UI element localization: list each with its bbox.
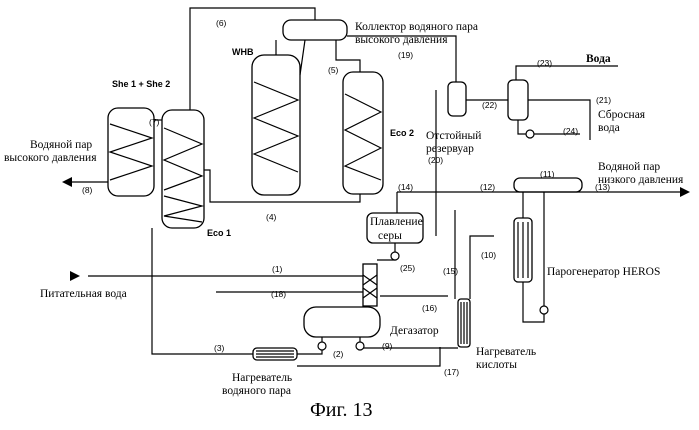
water-label: Вода [586,53,611,65]
stream-16: (16) [422,303,437,313]
stream-8: (8) [82,185,93,195]
hp-collector-label-1: Коллектор водяного пара [355,21,478,33]
stream-6: (6) [216,18,227,28]
stream-14: (14) [398,182,413,192]
lp-steam-label-1: Водяной пар [598,161,660,173]
stream-22: (22) [482,100,497,110]
figure-caption: Фиг. 13 [310,399,372,421]
deaerator-vessel [304,307,380,337]
whb-vessel [252,55,300,195]
heros-label: Парогенератор HEROS [547,266,660,278]
stream-17: (17) [444,367,459,377]
eco2-vessel [343,72,383,194]
blowdown-drum [508,80,528,120]
stream-7: (7) [149,117,160,127]
stream-4: (4) [266,212,277,222]
eco2-label: Eco 2 [390,128,414,138]
deaerator-label: Дегазатор [390,325,439,337]
whb-label: WHB [232,47,254,57]
stream-9: (9) [382,341,393,351]
stream-23: (23) [537,58,552,68]
stream-12: (12) [480,182,495,192]
settling-label-1: Отстойный [426,130,481,142]
hp-steam-label-2: высокого давления [4,152,97,164]
eco1-label: Eco 1 [207,228,231,238]
stream-11: (11) [540,169,555,179]
steam-heater-label-2: водяного пара [222,385,291,397]
lp-steam-header [514,178,582,192]
stream-1: (1) [272,264,283,274]
stream-10: (10) [481,250,496,260]
acid-heater-label-1: Нагреватель [476,346,536,358]
steam-heater-label-1: Нагреватель [232,372,292,384]
eco1-vessel [162,110,204,228]
hp-steam-label-1: Водяной пар [30,139,92,151]
deaerator-column [363,264,377,306]
lp-steam-label-2: низкого давления [598,174,684,186]
stream-20: (20) [428,155,443,165]
stream-13: (13) [595,182,610,192]
stream-18: (18) [271,289,286,299]
stream-2: (2) [333,349,344,359]
stream-15: (15) [443,266,458,276]
stream-19: (19) [398,50,413,60]
stream-25: (25) [400,263,415,273]
feed-water-label: Питательная вода [40,288,127,300]
settling-label-2: резервуар [426,143,474,155]
blowdown-label-1: Сбросная [598,109,646,121]
sulfur-label-1: Плавление [370,216,423,228]
she-label: She 1 + She 2 [112,79,170,89]
blowdown-label-2: вода [598,122,620,134]
stream-3: (3) [214,343,225,353]
stream-24: (24) [563,126,578,136]
sulfur-label-2: серы [378,230,402,242]
superheater-vessel [108,108,154,196]
hp-steam-collector [283,20,347,40]
stream-5: (5) [328,65,339,75]
settling-tank [448,82,466,116]
stream-21: (21) [596,95,611,105]
acid-heater-label-2: кислоты [476,359,517,371]
